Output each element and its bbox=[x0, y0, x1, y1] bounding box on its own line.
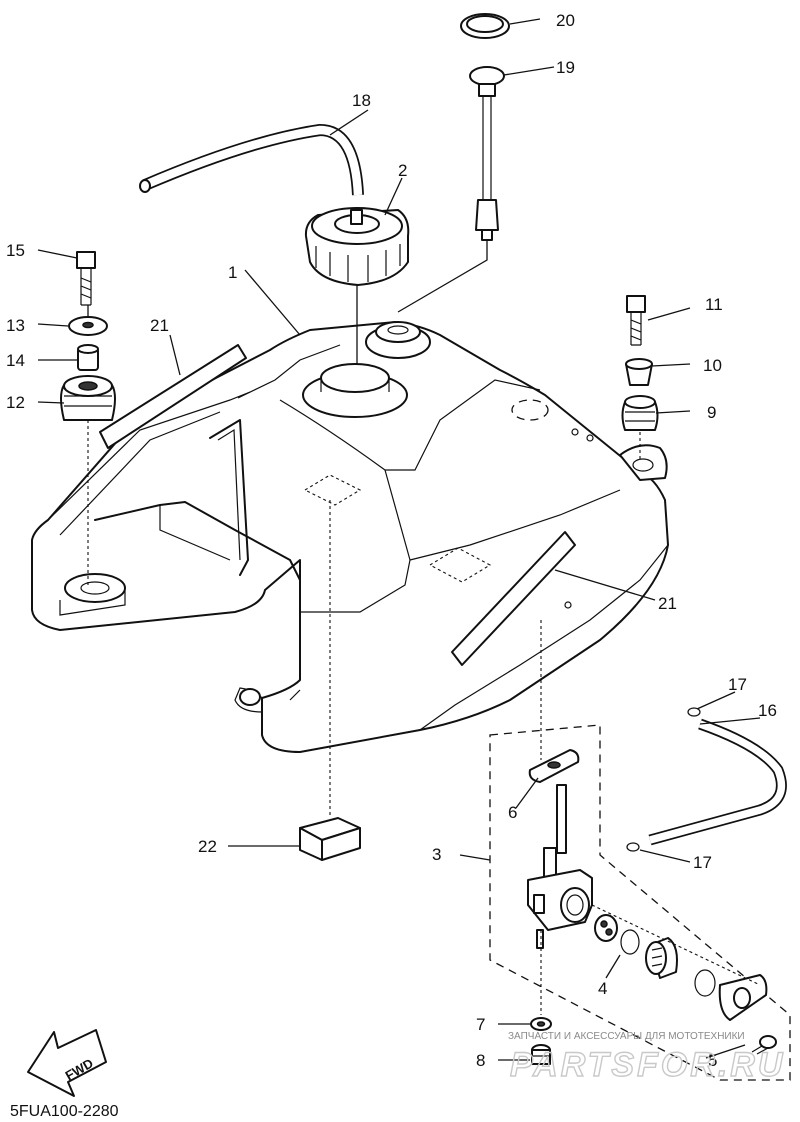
watermark-brand: PARTSFOR.RU bbox=[510, 1046, 785, 1084]
hose-clip-upper bbox=[687, 707, 701, 717]
bolt-11 bbox=[626, 295, 646, 346]
fuel-cock-assembly-box bbox=[489, 724, 791, 1081]
callout-8: 8 bbox=[476, 1051, 485, 1070]
damper-12 bbox=[60, 375, 116, 421]
callout-3: 3 bbox=[432, 845, 441, 864]
collar-10 bbox=[625, 358, 653, 386]
cover-plate bbox=[718, 974, 768, 1021]
callout-9: 9 bbox=[707, 403, 716, 422]
o-ring-small bbox=[694, 969, 716, 997]
watermark: ЗАПЧАСТИ И АКСЕССУАРЫ ДЛЯ МОТОТЕХНИКИ PA… bbox=[508, 1031, 785, 1085]
fuel-tank-body bbox=[31, 321, 669, 753]
damper-22 bbox=[299, 817, 361, 861]
diagram-code: 5FUA100-2280 bbox=[10, 1103, 119, 1120]
callout-15: 15 bbox=[6, 241, 25, 260]
callout-17-upper: 17 bbox=[728, 675, 747, 694]
callout-18: 18 bbox=[352, 91, 371, 110]
callout-22: 22 bbox=[198, 837, 217, 856]
callout-7: 7 bbox=[476, 1015, 485, 1034]
filter-plate bbox=[594, 914, 618, 942]
sender-cover-cap bbox=[460, 13, 510, 39]
callout-21-left: 21 bbox=[150, 316, 169, 335]
fuel-cock-body bbox=[527, 784, 593, 949]
damper-9 bbox=[621, 395, 659, 431]
callout-14: 14 bbox=[6, 351, 25, 370]
hose-clip-lower bbox=[626, 842, 640, 852]
callout-2: 2 bbox=[398, 161, 407, 180]
fuel-cap bbox=[304, 207, 410, 286]
callout-13: 13 bbox=[6, 316, 25, 335]
fuel-level-sender bbox=[469, 66, 505, 241]
tank-pad-right bbox=[451, 531, 576, 666]
breather-hose bbox=[139, 123, 364, 196]
tank-pad-left bbox=[99, 344, 247, 449]
callout-numbers: 1 2 3 4 5 6 7 8 9 10 11 12 13 14 15 16 1… bbox=[6, 11, 777, 1070]
drain-bolt-8 bbox=[531, 1044, 551, 1065]
o-ring-4 bbox=[620, 929, 640, 955]
callout-6: 6 bbox=[508, 803, 517, 822]
washer-7 bbox=[530, 1017, 552, 1031]
fwd-arrow-icon: FWD bbox=[27, 1029, 107, 1097]
callout-12: 12 bbox=[6, 393, 25, 412]
callout-20: 20 bbox=[556, 11, 575, 30]
washer-13 bbox=[68, 316, 108, 336]
bolt-15 bbox=[76, 251, 96, 306]
watermark-tagline: ЗАПЧАСТИ И АКСЕССУАРЫ ДЛЯ МОТОТЕХНИКИ bbox=[508, 1031, 745, 1042]
callout-4: 4 bbox=[598, 979, 607, 998]
leader-lines bbox=[37, 18, 761, 1061]
lever-knob bbox=[645, 937, 678, 979]
callout-11: 11 bbox=[705, 295, 723, 314]
callout-19: 19 bbox=[556, 58, 575, 77]
fuel-hose bbox=[648, 718, 787, 846]
callout-10: 10 bbox=[703, 356, 722, 375]
callout-17-lower: 17 bbox=[693, 853, 712, 872]
screw-5 bbox=[751, 1035, 777, 1055]
callout-1: 1 bbox=[228, 263, 237, 282]
collar-14 bbox=[77, 344, 99, 371]
callout-21-right: 21 bbox=[658, 594, 677, 613]
gasket-6 bbox=[528, 749, 580, 783]
callout-16: 16 bbox=[758, 701, 777, 720]
callout-5: 5 bbox=[708, 1051, 717, 1070]
assembly-axis-lines bbox=[87, 240, 761, 1015]
